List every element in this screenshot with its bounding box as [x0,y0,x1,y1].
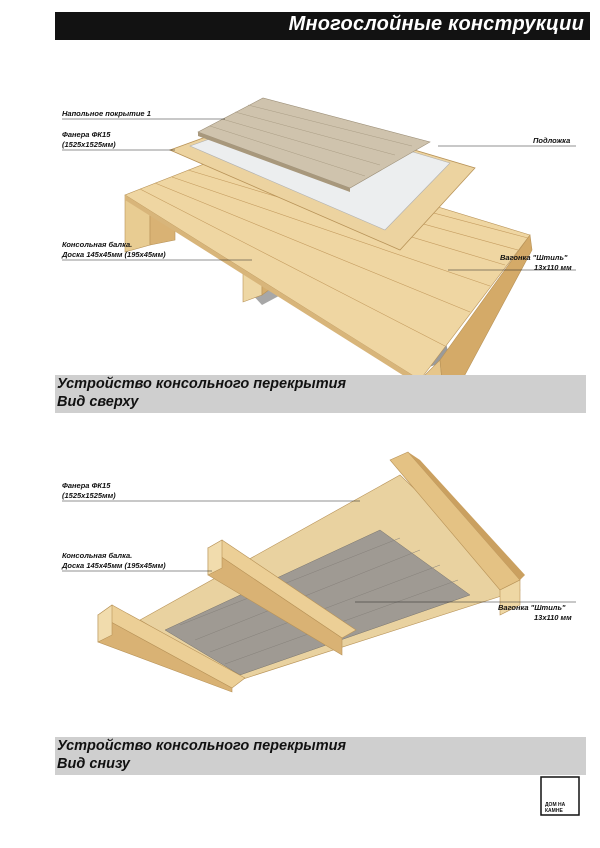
laminate-lines [209,104,413,177]
diagram-bottom-view: Фанера ФК15 (1525x1525мм) Консольная бал… [61,451,576,693]
diagram-top-view: Напольное покрытие 1 Фанера ФК15 (1525x1… [61,97,576,380]
label-board-bottom-1: Вагонка "Штиль" [498,603,566,612]
caption-top-view: Устройство консольного перекрытия Вид св… [55,375,586,413]
brand-logo: ДОМ НА КАМНЕ [540,776,580,816]
label-beam-bottom-1: Консольная балка. [62,551,132,560]
label-board-top-2: 13x110 мм [534,263,572,272]
header-bar: Многослойные конструкции [55,12,590,40]
label-plywood-top-2: (1525x1525мм) [62,140,116,149]
boards-underside [164,529,471,676]
label-plywood-top-1: Фанера ФК15 [62,130,111,139]
label-beam-top-1: Консольная балка. [62,240,132,249]
caption-top-line2: Вид сверху [57,394,139,410]
caption-top-line1: Устройство консольного перекрытия [57,376,346,392]
caption-bottom-line1: Устройство консольного перекрытия [57,738,346,754]
label-underlay: Подложка [533,136,570,145]
label-plywood-bottom-2: (1525x1525мм) [62,491,116,500]
caption-bottom-view: Устройство консольного перекрытия Вид сн… [55,737,586,775]
logo-frame [540,776,580,816]
label-beam-top-2: Доска 145x45мм (195x45мм) [61,250,166,259]
label-floor: Напольное покрытие 1 [62,109,151,118]
laminate-floor [197,97,431,189]
boards-underside-lines [179,537,459,665]
beam-near-end [97,604,113,643]
beam-far-top [408,452,525,580]
beam-mid-end [207,539,223,576]
label-beam-bottom-2: Доска 145x45мм (195x45мм) [61,561,166,570]
page-title: Многослойные конструкции [288,13,584,35]
laminate-edge [198,132,350,192]
caption-bottom-line2: Вид снизу [57,756,130,772]
logo-line2: КАМНЕ [545,808,563,814]
label-plywood-bottom-1: Фанера ФК15 [62,481,111,490]
label-board-top-1: Вагонка "Штиль" [500,253,568,262]
beam-right-side [439,234,533,380]
logo-line1: ДОМ НА [545,802,566,808]
beam-far-end [499,579,521,616]
label-board-bottom-2: 13x110 мм [534,613,572,622]
wood-boards-edge [125,195,420,380]
